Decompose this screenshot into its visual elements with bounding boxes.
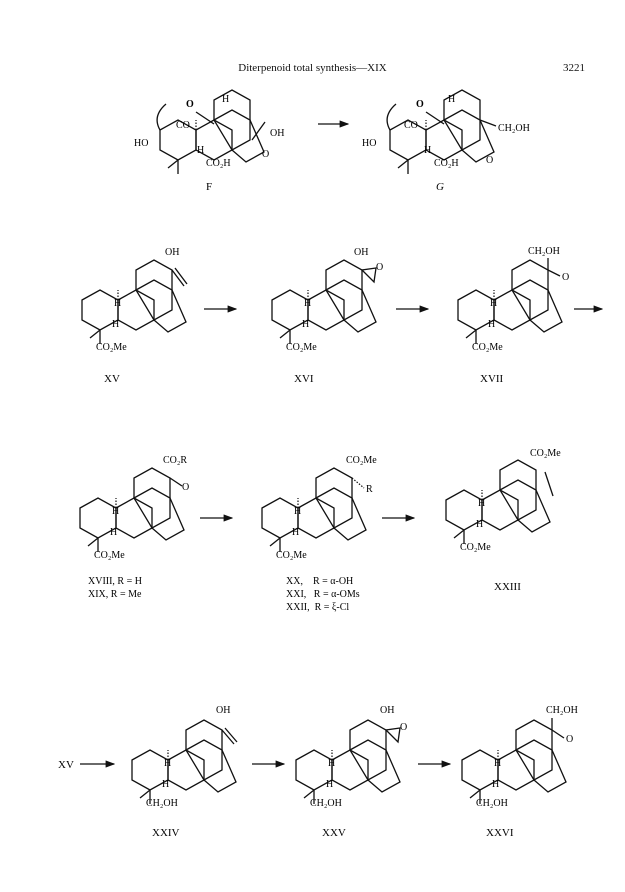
atom-F-epoxide-O: O xyxy=(262,149,269,160)
label-XXVI: XXVI xyxy=(486,827,514,839)
atom-XXV-H1: H xyxy=(328,758,335,769)
atom-G-CO2H: CO₂H xyxy=(434,158,459,169)
atom-XXIV-OH: OH xyxy=(216,705,230,716)
atom-XXIII-CO2Me-bottom: CO₂Me xyxy=(460,542,491,553)
atom-XXV-epoxide-O: O xyxy=(400,722,407,733)
atom-XXVI-H2: H xyxy=(492,779,499,790)
structure-XXIV xyxy=(131,719,238,805)
atom-XVIII-H1: H xyxy=(112,506,119,517)
label-G: G xyxy=(436,181,444,193)
atom-XXVI-O: O xyxy=(566,734,573,745)
atom-XVI-CO2Me: CO₂Me xyxy=(286,342,317,353)
label-XXIV: XXIV xyxy=(152,827,180,839)
atom-G-H1: H xyxy=(448,94,455,105)
structure-F xyxy=(156,89,266,175)
atom-XVII-H2: H xyxy=(488,319,495,330)
atom-XVI-epoxide-O: O xyxy=(376,262,383,273)
atom-G-CH2OH: CH₂OH xyxy=(498,123,530,134)
atom-G-O: O xyxy=(416,99,424,110)
atom-F-H1: H xyxy=(222,94,229,105)
atom-XV-CO2Me: CO₂Me xyxy=(96,342,127,353)
atom-XVII-CH2OH: CH₂OH xyxy=(528,246,560,257)
label-XVI: XVI xyxy=(294,373,314,385)
structure-G xyxy=(386,89,497,175)
atom-XVIII-CO2R: CO₂R xyxy=(163,455,187,466)
atom-XVII-H1: H xyxy=(490,298,497,309)
label-XXII: XXII, R = ξ-Cl xyxy=(286,602,349,613)
label-XVIII: XVIII, R = H xyxy=(88,576,142,587)
atom-F-CO: CO xyxy=(176,120,190,131)
label-XX: XX, R = α-OH xyxy=(286,576,353,587)
atom-XXV-OH: OH xyxy=(380,705,394,716)
atom-XV-H1: H xyxy=(114,298,121,309)
atom-G-HO: HO xyxy=(362,138,376,149)
structure-XXV xyxy=(295,719,401,805)
atom-XVIII-CO2Me: CO₂Me xyxy=(94,550,125,561)
atom-XX-H1: H xyxy=(294,506,301,517)
atom-XXIV-H1: H xyxy=(164,758,171,769)
atom-XXVI-CH2OH: CH₂OH xyxy=(476,798,508,809)
atom-F-H2: H xyxy=(197,145,204,156)
atom-G-H2: H xyxy=(424,145,431,156)
label-XV: XV xyxy=(104,373,120,385)
atom-G-O2: O xyxy=(486,155,493,166)
atom-F-O: O xyxy=(186,99,194,110)
atom-XXIII-CO2Me: CO₂Me xyxy=(530,448,561,459)
label-XXIII: XXIII xyxy=(494,581,521,593)
label-XIX: XIX, R = Me xyxy=(88,589,142,600)
structure-XVII xyxy=(457,258,563,345)
structure-XVI xyxy=(271,259,377,345)
atom-XVI-H1: H xyxy=(304,298,311,309)
structure-XX xyxy=(261,467,367,553)
atom-G-CO: CO xyxy=(404,120,418,131)
atom-XXIV-CH2OH: CH₂OH xyxy=(146,798,178,809)
structure-XXVI xyxy=(461,718,567,805)
structure-XV xyxy=(81,259,188,345)
atom-XVII-O: O xyxy=(562,272,569,283)
atom-F-HO: HO xyxy=(134,138,148,149)
page-number: 3221 xyxy=(563,62,585,74)
atom-XXV-H2: H xyxy=(326,779,333,790)
atom-XXVI-H1: H xyxy=(494,758,501,769)
label-XVII: XVII xyxy=(480,373,504,385)
atom-F-CO2H: CO₂H xyxy=(206,158,231,169)
structure-XVIII xyxy=(79,467,185,553)
atom-XXV-CH2OH: CH₂OH xyxy=(310,798,342,809)
atom-XVIII-H2: H xyxy=(110,527,117,538)
atom-XVI-OH: OH xyxy=(354,247,368,258)
atom-XVII-CO2Me: CO₂Me xyxy=(472,342,503,353)
atom-XXVI-CH2OH-top: CH₂OH xyxy=(546,705,578,716)
atom-F-OH: OH xyxy=(270,128,284,139)
atom-XV-H2: H xyxy=(112,319,119,330)
atom-XXIII-H2: H xyxy=(476,519,483,530)
atom-XV-OH: OH xyxy=(165,247,179,258)
atom-XX-CO2Me: CO₂Me xyxy=(346,455,377,466)
atom-XVIII-O: O xyxy=(182,482,189,493)
label-XV-start: XV xyxy=(58,759,74,771)
atom-XX-H2: H xyxy=(292,527,299,538)
label-XXV: XXV xyxy=(322,827,346,839)
structure-XXIII xyxy=(445,459,554,545)
label-F: F xyxy=(206,181,212,193)
atom-XXIV-H2: H xyxy=(162,779,169,790)
atom-XXIII-H1: H xyxy=(478,498,485,509)
atom-XX-CO2Me-bottom: CO₂Me xyxy=(276,550,307,561)
running-header: Diterpenoid total synthesis—XIX xyxy=(238,62,387,74)
atom-XVI-H2: H xyxy=(302,319,309,330)
label-XXI: XXI, R = α-OMs xyxy=(286,589,360,600)
atom-XX-R: R xyxy=(366,484,373,495)
